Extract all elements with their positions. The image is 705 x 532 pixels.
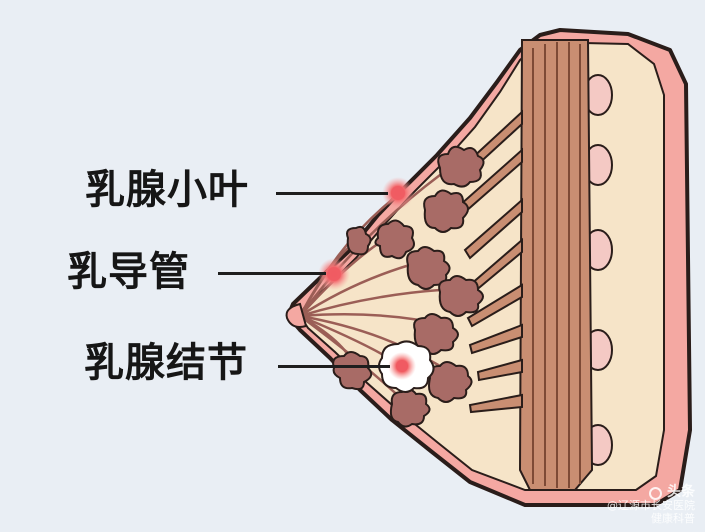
duct-highlight-core	[327, 267, 341, 281]
lobule-label: 乳腺小叶	[85, 167, 249, 213]
nodule-label: 乳腺结节	[84, 340, 248, 386]
lobule-highlight-core	[391, 186, 405, 200]
lobule-leader-line	[276, 192, 388, 195]
watermark-line1: @辽源市长安医院	[607, 499, 695, 512]
watermark: 头条 @辽源市长安医院 健康科普	[605, 485, 695, 526]
nodule-highlight-core	[396, 360, 408, 372]
nipple	[285, 302, 308, 328]
watermark-line2: 健康科普	[651, 512, 695, 525]
duct-label: 乳导管	[67, 249, 190, 295]
nodule-leader-line	[278, 365, 390, 368]
muscle-fibers	[532, 42, 581, 488]
duct-leader-line	[218, 272, 326, 275]
watermark-brand: 头条	[649, 485, 695, 500]
mammary-lobules	[332, 145, 485, 428]
